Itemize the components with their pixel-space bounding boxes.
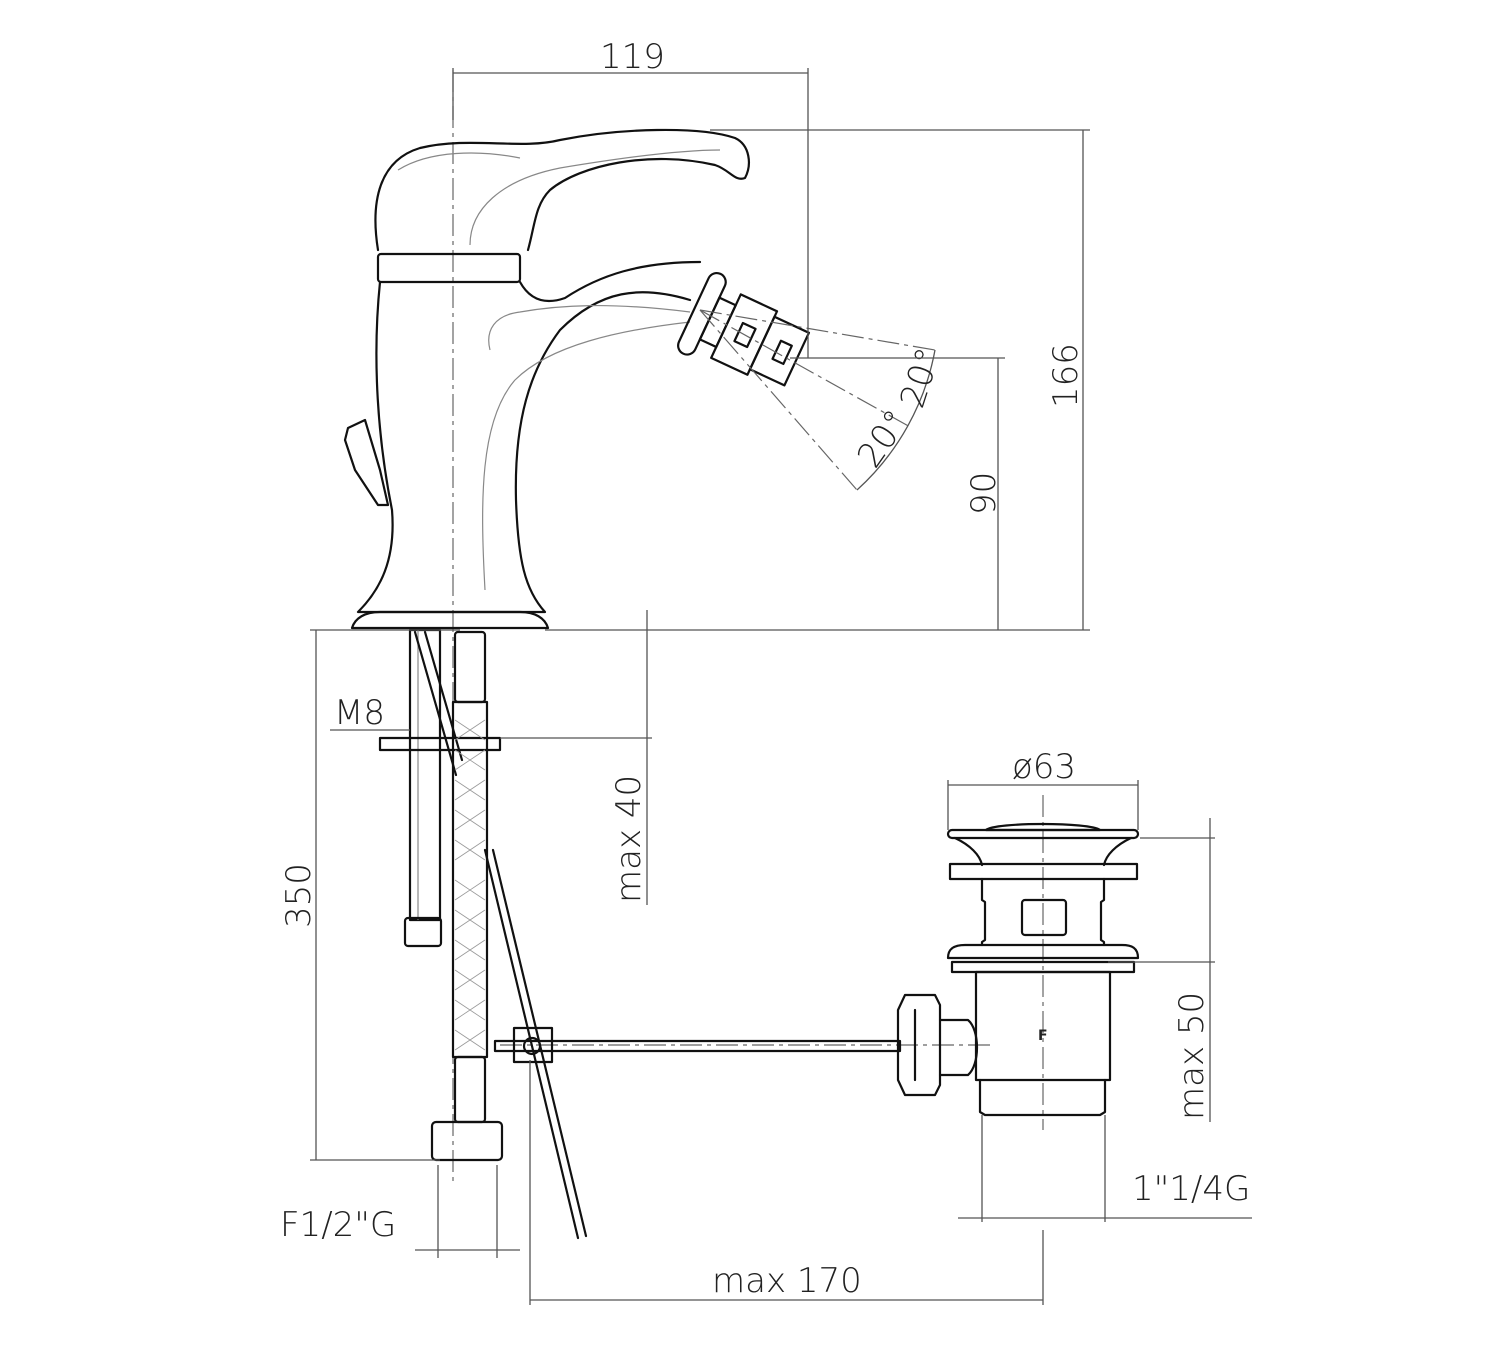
dimension-350: 350	[279, 629, 460, 1161]
dimension-119-label: 119	[600, 37, 665, 77]
dimension-max-40-label: max 40	[609, 775, 649, 903]
drain-mark: F	[1038, 1028, 1048, 1044]
under-deck-fittings	[378, 628, 902, 1240]
dimension-m8-label: M8	[334, 693, 385, 733]
dimension-166: 166	[545, 129, 1090, 631]
dimension-350-label: 350	[279, 863, 319, 928]
dimension-f12g: F1/2"G	[280, 1165, 520, 1258]
dimension-114g: 1"1/4G	[958, 1115, 1252, 1222]
dimension-90: 90	[790, 357, 1005, 630]
dimension-166-label: 166	[1046, 343, 1086, 408]
dimension-119: 119	[452, 37, 809, 358]
dimension-d63-label: ø63	[1012, 747, 1076, 787]
angle-upper-label: 20°	[893, 343, 950, 413]
dimension-m8: M8	[330, 693, 410, 733]
dimension-max-50: max 50	[1108, 818, 1215, 1122]
dimension-max-170-label: max 170	[712, 1261, 862, 1301]
dimension-d63: ø63	[947, 747, 1139, 830]
dimension-114g-label: 1"1/4G	[1132, 1169, 1250, 1209]
faucet-body	[343, 128, 811, 630]
dimension-max-40: max 40	[500, 610, 652, 905]
angle-lower-label: 20°	[850, 403, 917, 475]
dimension-f12g-label: F1/2"G	[280, 1205, 396, 1245]
dimension-max-170: max 170	[529, 1060, 1044, 1305]
dimension-90-label: 90	[964, 472, 1004, 515]
dimension-max-50-label: max 50	[1172, 992, 1212, 1120]
pop-up-drain: F	[896, 822, 1140, 1117]
